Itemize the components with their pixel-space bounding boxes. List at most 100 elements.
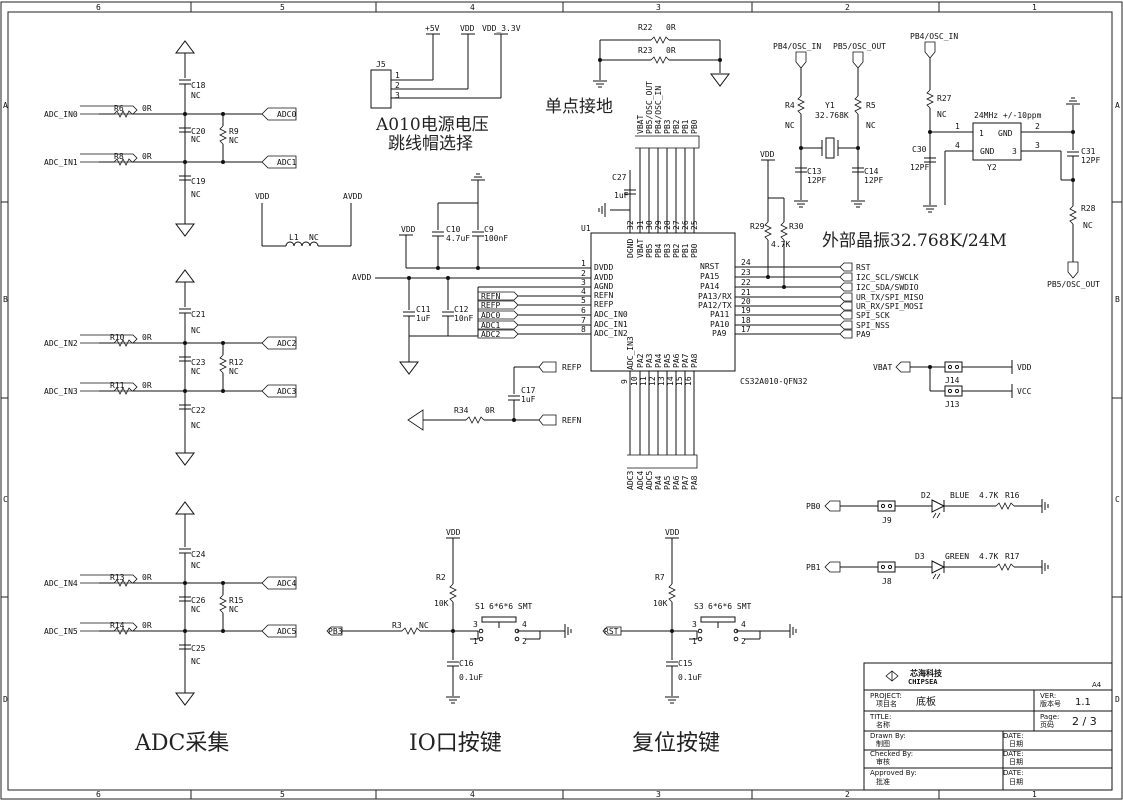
ref-label: C9 [484, 225, 494, 234]
sheet-size: A4 [1092, 681, 1102, 689]
approved-label: Approved By: [870, 769, 917, 777]
pin-name: PA4 [654, 353, 663, 368]
pin-name: ADC_IN1 [594, 320, 628, 329]
crystal-24m: PB4/OSC_IN R27 NC 24MHz +/-10ppm 1 GND G… [910, 32, 1100, 289]
ref-label: R29 [750, 222, 765, 231]
ref-label: R10 [110, 333, 125, 342]
pin-number: 4 [522, 620, 527, 629]
pin-number: 5 [581, 296, 586, 305]
net-label: PB4/OSC_IN [910, 32, 958, 41]
value-label: 4.7K [979, 552, 998, 561]
ref-label: C26 [191, 596, 206, 605]
ref-label: D3 [915, 552, 925, 561]
spec-label: 24MHz +/-10ppm [974, 111, 1042, 120]
col-label: 3 [656, 790, 661, 799]
row-label: D [1115, 695, 1120, 704]
net-label: REFP [562, 363, 581, 372]
value-label: 0R [666, 23, 676, 32]
net-label: AVDD [343, 192, 362, 201]
col-label: 2 [845, 3, 850, 12]
pin-name: PA15 [700, 272, 719, 281]
value-label: NC [937, 110, 947, 119]
rail-label: VDD [460, 24, 475, 33]
single-point-ground: R22 0R R23 0R 单点接地 [545, 23, 730, 117]
row-label: A [1115, 101, 1120, 110]
ref-label: S3 [694, 602, 704, 611]
ref-label: C24 [191, 550, 206, 559]
ref-label: C23 [191, 358, 206, 367]
net-label: PA6 [672, 475, 681, 490]
value-label: 100nF [484, 234, 508, 243]
value-label: 6*6*6 SMT [708, 602, 752, 611]
col-label: 3 [656, 3, 661, 12]
drawn-label: Drawn By: [870, 732, 906, 740]
value-label: 32.768K [815, 111, 849, 120]
net-label: PB0 [806, 502, 821, 511]
net-label: VCC [1017, 387, 1032, 396]
net-label: PB1 [806, 563, 821, 572]
pin-number: 18 [741, 316, 751, 325]
pin-name: DVDD [594, 263, 613, 272]
pin-number: 1 [581, 259, 586, 268]
pin-name: PB0 [690, 243, 699, 258]
value-label: 4.7uF [446, 234, 470, 243]
value-label: NC [191, 657, 201, 666]
pin-name: AVDD [594, 273, 613, 282]
value-label: 0R [142, 573, 152, 582]
pin-number: 2 [741, 637, 746, 646]
net-label: ADC4 [277, 579, 296, 588]
pin-name: GND [980, 147, 995, 156]
value-label: 10K [434, 599, 449, 608]
net-label: ADC_IN1 [44, 158, 78, 167]
value-label: NC [229, 367, 239, 376]
row-label: C [3, 495, 8, 504]
power-title-2: 跳线帽选择 [388, 134, 473, 154]
pin-name: PA9 [712, 329, 727, 338]
mcu-u1: U1 CS32A010-QFN32 1 2 3 4 5 6 7 8 DVDD A… [352, 81, 924, 490]
page-label: Page: [1040, 713, 1059, 721]
pin-name: PA14 [700, 282, 719, 291]
value-label: 1uF [614, 191, 629, 200]
ref-label: U1 [581, 224, 591, 233]
value-label: 0R [142, 104, 152, 113]
date-label: DATE: [1003, 769, 1024, 777]
net-label: ADC0 [277, 110, 296, 119]
led-green: PB1 J8 D3 GREEN 4.7K R17 [806, 552, 1049, 586]
value-label: 0R [142, 621, 152, 630]
pin-number: 7 [581, 316, 586, 325]
pin-number: 21 [741, 288, 751, 297]
pin-number: 1 [473, 637, 478, 646]
pin-number: 20 [741, 297, 751, 306]
net-label: RST [604, 627, 619, 636]
pin-name: PB1 [681, 243, 690, 258]
value-label: NC [866, 121, 876, 130]
mcu-decoupling: VDD C10 4.7uF C9 100nF AVDD C11 1uF C12 … [352, 170, 637, 375]
pin-number: 23 [741, 268, 751, 277]
ref-label: C31 [1081, 147, 1096, 156]
net-label: ADC5 [645, 471, 654, 490]
ref-label: R5 [866, 101, 876, 110]
net-label: VDD [760, 150, 775, 159]
net-label: ADC_IN4 [44, 579, 78, 588]
title-block: 芯海科技 CHIPSEA A4 PROJECT: 项目名 底板 VER: 版本号… [863, 662, 1113, 791]
net-label: PB5/OSC_OUT [833, 42, 886, 51]
value-label: NC [191, 91, 201, 100]
ref-label: R2 [436, 573, 446, 582]
adc-group-0: ADC_IN0 R6 0R ADC0 ADC_IN1 R8 0R ADC1 C1… [44, 40, 296, 237]
net-label: PB3 [663, 119, 672, 134]
net-label: PB4/OSC_IN [654, 86, 663, 134]
net-label: VDD [665, 528, 680, 537]
color-label: BLUE [950, 491, 969, 500]
pin-number: 27 [672, 220, 681, 230]
ref-label: R16 [1005, 491, 1020, 500]
row-label: B [1115, 295, 1120, 304]
ref-label: R13 [110, 573, 125, 582]
page-value: 2 / 3 [1072, 715, 1097, 728]
ref-label: C22 [191, 406, 206, 415]
ref-label: J8 [882, 577, 892, 586]
net-label: ADC2 [277, 339, 296, 348]
ref-label: C16 [459, 659, 474, 668]
pin-number: 22 [741, 278, 751, 287]
net-label: AVDD [352, 273, 371, 282]
project-value: 底板 [916, 695, 936, 708]
